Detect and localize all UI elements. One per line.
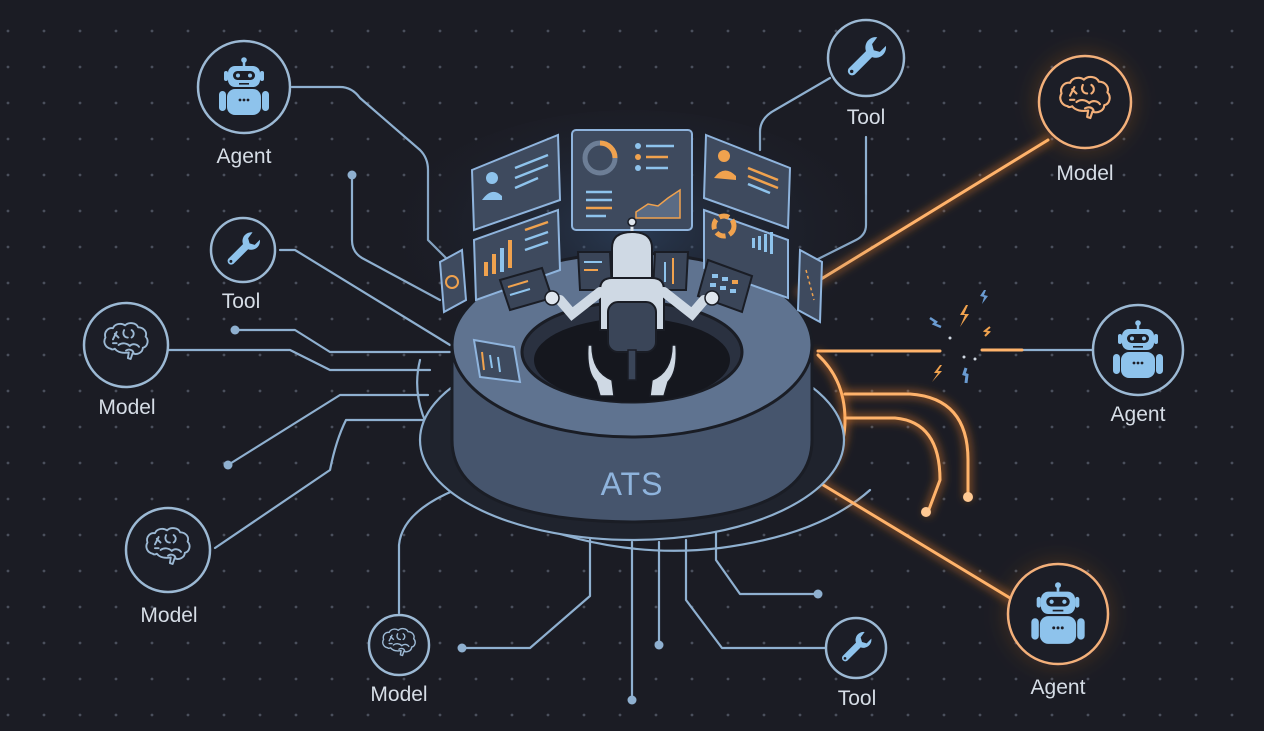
node-model-left[interactable]: Model <box>82 301 170 419</box>
node-agent-top-left[interactable]: Agent <box>196 39 292 168</box>
node-label: Model <box>370 683 427 706</box>
node-model-bottom[interactable]: Model <box>367 613 431 706</box>
node-tool-left[interactable]: Tool <box>209 216 277 313</box>
node-label: Agent <box>1111 403 1166 426</box>
node-model-top-right[interactable]: Model <box>1035 52 1135 185</box>
node-tool-top[interactable]: Tool <box>826 18 906 129</box>
dashboard-screens <box>438 129 824 324</box>
node-label: Agent <box>217 145 272 168</box>
node-label: Agent <box>1031 676 1086 699</box>
node-agent-right[interactable]: Agent <box>1091 303 1185 426</box>
node-label: Model <box>98 396 155 419</box>
node-model-bottom-left[interactable]: Model <box>124 506 212 627</box>
node-agent-bottom-right[interactable]: Agent <box>1004 560 1112 699</box>
node-label: Tool <box>847 106 886 129</box>
node-label: Tool <box>222 290 261 313</box>
node-label: Tool <box>838 687 877 710</box>
node-label: Model <box>140 604 197 627</box>
node-label: Model <box>1056 162 1113 185</box>
robot-operator-icon <box>544 217 720 397</box>
ats-label: ATS <box>601 466 664 502</box>
node-tool-bottom-right[interactable]: Tool <box>824 616 888 710</box>
broken-link-sparks-icon <box>929 290 991 384</box>
